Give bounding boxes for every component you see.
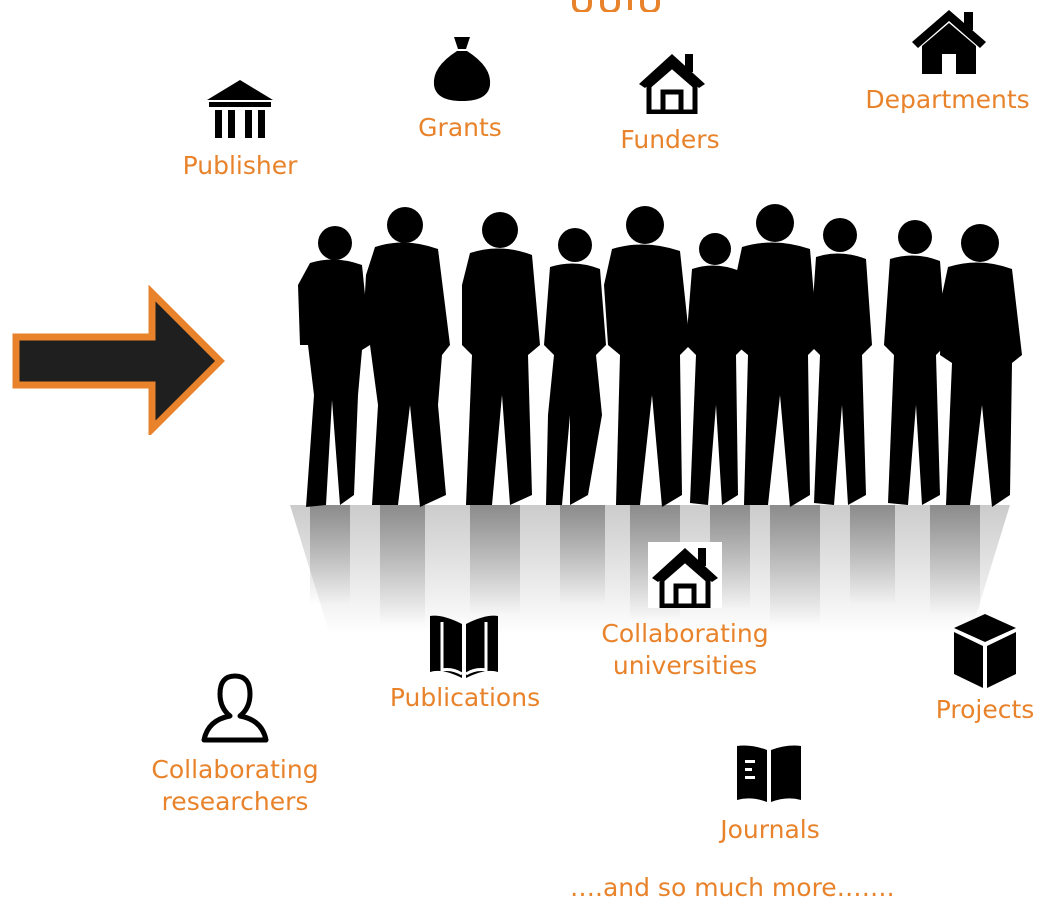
collaborating-universities-label: Collaborating universities [585,618,785,682]
money-bag-icon [430,35,494,103]
publications-label: Publications [389,683,541,712]
building-columns-icon [205,78,275,140]
collaborating-researchers-label: Collaborating researchers [135,754,335,818]
collaborating-universities-line2: universities [612,651,758,680]
funders-label: Funders [620,125,720,154]
departments-label: Departments [865,85,1030,114]
people-silhouette [290,204,1022,635]
projects-label: Projects [935,695,1035,724]
collaborating-researchers-line1: Collaborating [151,755,319,784]
collaborating-researchers-line2: researchers [161,787,309,816]
house-outline-icon [648,542,722,608]
and-so-much-more-text: ….and so much more……. [570,873,895,902]
cube-icon [952,612,1018,690]
right-arrow [12,285,225,435]
collaborating-universities-line1: Collaborating [601,619,769,648]
house-outline-icon [635,48,709,114]
journals-label: Journals [720,815,820,844]
cropped-heading-fragment [572,0,660,12]
grants-label: Grants [418,113,502,142]
open-book-icon [428,612,500,682]
journal-book-icon [735,742,803,806]
publisher-label: Publisher [182,151,298,180]
person-outline-icon [200,672,270,744]
house-solid-icon [910,8,988,76]
